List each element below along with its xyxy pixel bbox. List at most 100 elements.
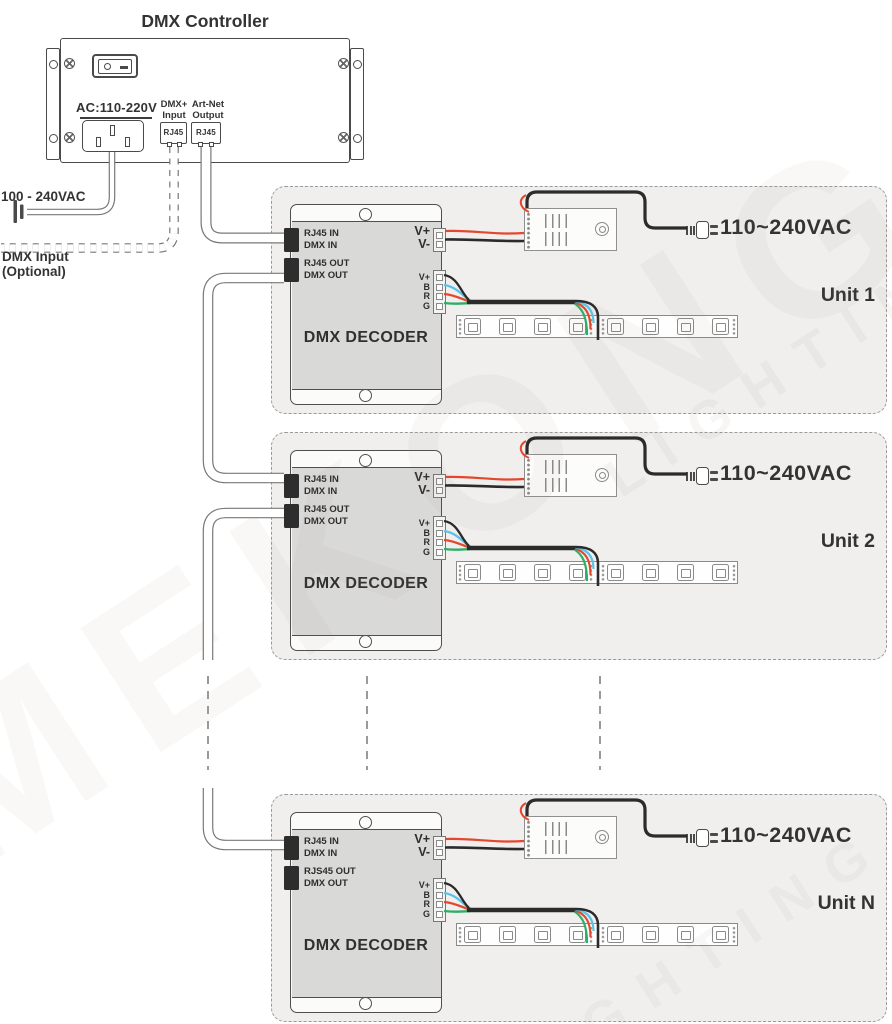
psu-vents xyxy=(545,214,568,228)
rj45-out-port[interactable] xyxy=(284,866,299,890)
led-chip xyxy=(534,564,551,581)
rj45-in-label: RJ45 IN DMX IN xyxy=(304,228,339,251)
solder-pads xyxy=(731,563,736,582)
terminal-pin xyxy=(436,891,443,899)
controller-title: DMX Controller xyxy=(141,11,269,31)
jack-tab xyxy=(167,142,172,147)
artnet-output-label: Art-Net Output xyxy=(191,99,225,121)
ac-plug-icon xyxy=(686,828,718,848)
dmx-decoder-box: DMX DECODER xyxy=(290,450,442,651)
jack-tab xyxy=(209,142,214,147)
screw-icon xyxy=(595,222,609,236)
jack-tab xyxy=(177,142,182,147)
rj45-out-label: RJ45 OUT DMX OUT xyxy=(304,504,350,527)
led-chip xyxy=(642,564,659,581)
unit-name: Unit 1 xyxy=(820,284,875,306)
led-chip xyxy=(499,564,516,581)
led-chip xyxy=(677,318,694,335)
mounting-hole-icon xyxy=(49,134,58,143)
rgb-terminal-labels: V+ B R G xyxy=(418,272,430,311)
led-chip xyxy=(607,564,624,581)
ac-voltage-label: 110~240VAC xyxy=(720,823,852,847)
unit-name: Unit 2 xyxy=(820,530,875,552)
power-input-terminal[interactable] xyxy=(433,836,446,860)
solder-pads xyxy=(458,925,462,944)
rgb-output-terminal[interactable] xyxy=(433,270,446,314)
led-chip xyxy=(464,318,481,335)
rj45-in-port[interactable] xyxy=(284,836,299,860)
rgb-terminal-labels: V+ B R G xyxy=(418,880,430,919)
rj45-in-port[interactable] xyxy=(284,228,299,252)
ac-plug-icon xyxy=(686,220,718,240)
led-chip xyxy=(499,926,516,943)
ac-voltage-label: 110~240VAC xyxy=(720,461,852,485)
psu-vents xyxy=(545,478,568,492)
terminal-pin xyxy=(436,911,443,919)
terminal-pin xyxy=(436,881,443,889)
solder-pads xyxy=(731,925,736,944)
socket-slot xyxy=(125,137,130,147)
terminal-pin xyxy=(436,849,443,857)
rj45-out-label: RJS45 OUT DMX OUT xyxy=(304,866,356,889)
power-switch[interactable] xyxy=(92,54,138,78)
solder-pads xyxy=(600,563,605,582)
rgb-output-terminal[interactable] xyxy=(433,516,446,560)
psu-terminals xyxy=(526,458,531,495)
led-chip xyxy=(464,926,481,943)
terminal-pin xyxy=(436,231,443,239)
decoder-title: DMX DECODER xyxy=(303,575,429,592)
rj45-dmx-input-jack[interactable]: RJ45 xyxy=(160,122,187,144)
mains-voltage-label: 100 - 240VAC xyxy=(1,189,86,204)
power-switch-rocker xyxy=(98,58,132,74)
screw-hole-icon xyxy=(359,453,372,467)
rj45-out-label: RJ45 OUT DMX OUT xyxy=(304,258,350,281)
rj45-artnet-output-jack[interactable]: RJ45 xyxy=(191,122,221,144)
terminal-pin xyxy=(436,273,443,281)
solder-pads xyxy=(588,563,593,582)
power-input-terminal[interactable] xyxy=(433,474,446,498)
screw-icon xyxy=(595,830,609,844)
mounting-ear-right xyxy=(350,48,364,160)
dmx-decoder-box: DMX DECODER xyxy=(290,204,442,405)
switch-on-icon xyxy=(120,65,128,69)
rj45-in-port[interactable] xyxy=(284,474,299,498)
led-strip xyxy=(456,315,738,338)
led-chip xyxy=(677,926,694,943)
terminal-pin xyxy=(436,539,443,547)
psu-terminals xyxy=(526,212,531,249)
led-chip xyxy=(607,926,624,943)
socket-slot xyxy=(110,124,115,136)
ac-voltage-label: 110~240VAC xyxy=(720,215,852,239)
terminal-pin xyxy=(436,549,443,557)
dmx-input-label: DMX+ Input xyxy=(160,99,188,121)
jack-tab xyxy=(198,142,203,147)
led-chip xyxy=(499,318,516,335)
screw-icon xyxy=(64,132,75,143)
socket-slot xyxy=(96,137,101,147)
led-strip xyxy=(456,561,738,584)
led-chip xyxy=(712,318,729,335)
rj45-out-port[interactable] xyxy=(284,504,299,528)
rgb-terminal-labels: V+ B R G xyxy=(418,518,430,557)
terminal-pin xyxy=(436,477,443,485)
power-input-terminal[interactable] xyxy=(433,228,446,252)
unit-name: Unit N xyxy=(817,892,875,914)
ac-socket-label: AC:110-220V xyxy=(76,100,157,115)
power-terminal-labels: V+ V- xyxy=(414,832,430,859)
power-supply xyxy=(524,816,617,859)
rj45-out-port[interactable] xyxy=(284,258,299,282)
led-chip xyxy=(642,926,659,943)
power-terminal-labels: V+ V- xyxy=(414,224,430,251)
led-chip xyxy=(677,564,694,581)
power-supply xyxy=(524,454,617,497)
led-strip xyxy=(456,923,738,946)
solder-pads xyxy=(731,317,736,336)
solder-pads xyxy=(600,925,605,944)
decoder-title: DMX DECODER xyxy=(303,937,429,954)
mounting-hole-icon xyxy=(49,60,58,69)
decoder-body xyxy=(291,829,441,998)
terminal-pin xyxy=(436,283,443,291)
rgb-output-terminal[interactable] xyxy=(433,878,446,922)
terminal-pin xyxy=(436,839,443,847)
